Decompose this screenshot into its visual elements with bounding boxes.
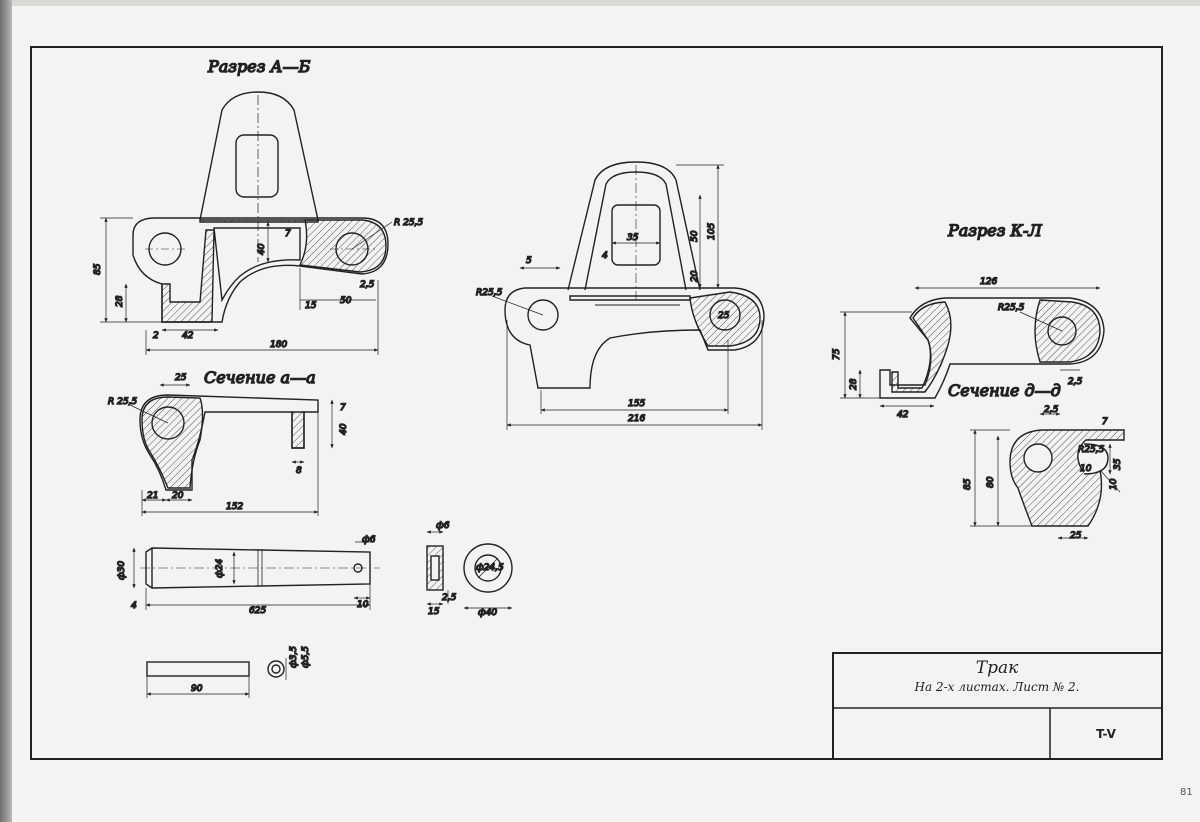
dim-25: 25: [1070, 531, 1082, 541]
dim-2-5: 2,5: [1068, 377, 1083, 387]
dim-2-5: 2,5: [442, 593, 457, 603]
dim-50: 50: [340, 296, 352, 306]
section-dd: Сечение д—д 2,5 7 R25,5 35 10 10 85 80 2…: [947, 380, 1125, 542]
dim-20: 20: [172, 491, 184, 501]
dim-phi30: ф30: [117, 561, 127, 580]
dim-155: 155: [628, 399, 645, 409]
section-kl: Разрез К-Л 126 R25,5 75 28 42 2,5: [831, 220, 1105, 421]
dim-85: 85: [93, 263, 103, 275]
pin: ф30 ф24 ф6 625 4 10: [116, 534, 380, 617]
rod: 90 ф3,5 ф5,5: [146, 645, 312, 698]
dim-5: 5: [526, 256, 532, 266]
dim-10: 10: [357, 600, 369, 610]
dim-phi40: ф40: [478, 608, 497, 618]
dim-4: 4: [131, 601, 137, 611]
dim-2-5: 2,5: [1044, 405, 1059, 415]
dim-10b: 10: [1109, 478, 1119, 490]
page-number: 81: [1180, 787, 1193, 798]
dim-r25-5: R25,5: [998, 303, 1025, 313]
dim-35: 35: [627, 233, 639, 243]
dim-25: 25: [175, 373, 187, 383]
dim-42: 42: [897, 410, 909, 420]
drawing-sheet: [12, 6, 1200, 822]
section-aa: Сечение а—а 25 R 25,5 7 40 8 21 20 152: [107, 367, 350, 516]
dim-2: 2: [153, 331, 159, 341]
dim-625: 625: [249, 606, 266, 616]
section-dd-title: Сечение д—д: [948, 381, 1061, 400]
dim-90: 90: [191, 684, 203, 694]
dim-20: 20: [690, 270, 700, 282]
section-ab-title: Разрез А—Б: [207, 57, 311, 76]
dim-8: 8: [296, 466, 302, 476]
dim-phi6: ф6: [436, 521, 450, 531]
bushing: ф6 15 2,5 ф40 ф24,5: [426, 520, 513, 619]
section-aa-title: Сечение а—а: [204, 368, 316, 387]
title-block-code: T-V: [1096, 727, 1117, 741]
title-block-subtitle: На 2-х листах. Лист № 2.: [914, 680, 1080, 694]
scan-shadow: [0, 0, 12, 822]
dim-phi24: ф24: [215, 559, 225, 578]
dim-phi24-5: ф24,5: [476, 563, 504, 573]
dim-phi5-5: ф5,5: [301, 646, 311, 668]
dim-15: 15: [428, 607, 440, 617]
section-kl-title: Разрез К-Л: [947, 221, 1042, 240]
front-view: 5 R25,5 4 35 50 105 20 25 155 216: [475, 161, 765, 430]
dim-7: 7: [340, 403, 346, 413]
dim-phi6: ф6: [362, 535, 376, 545]
dim-28: 28: [849, 378, 859, 390]
dim-21: 21: [147, 491, 158, 501]
title-block: Трак На 2-х листах. Лист № 2. T-V: [832, 652, 1163, 760]
title-block-title: Трак: [976, 658, 1019, 678]
dim-28: 28: [115, 295, 125, 307]
dim-80: 80: [986, 476, 996, 488]
dim-r25-5: R25,5: [476, 288, 503, 298]
dim-15: 15: [305, 301, 317, 311]
dim-2-5: 2,5: [360, 280, 375, 290]
dim-126: 126: [980, 277, 997, 287]
dim-75: 75: [832, 348, 842, 360]
dim-25: 25: [718, 311, 730, 321]
dim-105: 105: [707, 223, 717, 240]
dim-7: 7: [285, 229, 291, 239]
dim-10: 10: [1080, 464, 1092, 474]
dim-180: 180: [270, 340, 287, 350]
dim-216: 216: [628, 414, 645, 424]
dim-4: 4: [602, 251, 608, 261]
dim-40: 40: [257, 243, 267, 255]
dim-r25-5: R25,5: [1078, 445, 1105, 455]
dim-phi3-5: ф3,5: [289, 646, 299, 668]
dim-50: 50: [690, 230, 700, 242]
dim-42: 42: [182, 331, 194, 341]
dim-7: 7: [1102, 417, 1108, 427]
dim-40: 40: [339, 423, 349, 435]
dim-152: 152: [226, 502, 243, 512]
dim-r25-5: R 25,5: [394, 218, 423, 228]
dim-35: 35: [1113, 458, 1123, 470]
dim-85: 85: [963, 478, 973, 490]
section-ab: Разрез А—Б 85 28: [92, 56, 424, 355]
sheet-frame: [30, 46, 1163, 760]
dim-r25-5: R 25,5: [108, 397, 137, 407]
